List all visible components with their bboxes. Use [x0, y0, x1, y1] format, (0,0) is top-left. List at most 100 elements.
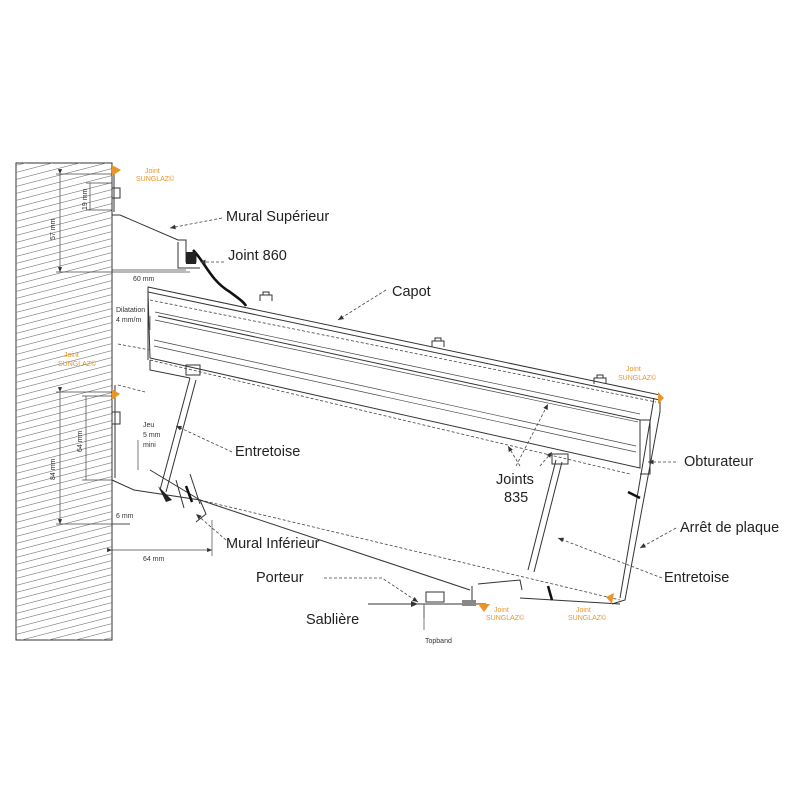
- wall-hatch-line: [16, 343, 112, 369]
- wall-hatch-line: [16, 497, 112, 523]
- wall-hatch-line: [16, 315, 112, 341]
- label-mural-inferieur: Mural Inférieur: [226, 536, 320, 552]
- wall-hatch-line: [10, 643, 118, 671]
- label-arret-de-plaque: Arrêt de plaque: [680, 520, 779, 536]
- wall-hatch-line: [16, 238, 112, 264]
- wall-hatch-line: [16, 301, 112, 327]
- joint-sunglaz-sabliere-line1: Joint: [494, 607, 509, 614]
- wall-hatch-line: [16, 266, 112, 292]
- label-joints-835-line1: Joints: [496, 472, 534, 488]
- dim-57mm: 57 mm: [50, 218, 57, 240]
- wall-hatch-line: [10, 678, 118, 706]
- wall-hatch-line: [16, 483, 112, 509]
- screws-lower: [184, 485, 641, 601]
- wall-hatch-line: [16, 413, 112, 439]
- wall-hatch-line: [16, 504, 112, 530]
- joint-sunglaz-mid-line1: Joint: [64, 352, 79, 359]
- dim-topband: Topband: [425, 638, 452, 645]
- label-porteur: Porteur: [256, 570, 304, 586]
- wall-hatch-line: [10, 671, 118, 699]
- wall-hatch-line: [16, 245, 112, 271]
- wall-hatch-line: [16, 329, 112, 355]
- wall-hatch-line: [16, 189, 112, 215]
- joint-sunglaz-obturateur: [658, 392, 664, 404]
- wall-hatch-line: [16, 441, 112, 467]
- label-capot: Capot: [392, 284, 431, 300]
- joint-sunglaz-mid: [112, 389, 120, 400]
- wall-hatch-line: [16, 182, 112, 208]
- wall-hatch-line: [10, 657, 118, 685]
- wall-hatch-line: [16, 595, 112, 621]
- wall-hatch-line: [16, 567, 112, 593]
- label-obturateur: Obturateur: [684, 454, 753, 470]
- wall-hatch-line: [16, 518, 112, 544]
- dim-jeu-line3: mini: [143, 442, 156, 449]
- wall: [10, 132, 118, 706]
- mural-superieur-profile: [111, 170, 248, 307]
- wall-hatch-line: [16, 163, 54, 173]
- wall-hatch-line: [16, 588, 112, 614]
- entretoise-right-profile: [527, 453, 569, 573]
- wall-hatch-line: [16, 406, 112, 432]
- joint-sunglaz-mid-line2: SUNGLAZ©: [58, 360, 97, 368]
- wall-hatch-line: [16, 420, 112, 446]
- wall-hatch-line: [16, 546, 112, 572]
- wall-hatch-line: [16, 448, 112, 474]
- label-entretoise-left: Entretoise: [235, 444, 300, 460]
- dim-84mm: 84 mm: [50, 458, 57, 480]
- wall-hatch-line: [16, 308, 112, 334]
- wall-hatch-line: [16, 350, 112, 376]
- wall-hatch-line: [16, 252, 112, 278]
- dim-jeu-line2: 5 mm: [143, 432, 161, 439]
- wall-hatch-line: [16, 532, 112, 558]
- wall-hatch-line: [16, 210, 112, 236]
- joint-sunglaz-top-line1: Joint: [145, 168, 160, 175]
- wall-hatch-line: [16, 231, 112, 257]
- dim-64mm-horizontal: 64 mm: [143, 556, 165, 563]
- wall-hatch-line: [16, 371, 112, 397]
- wall-hatch-line: [16, 280, 112, 306]
- dim-64mm-vertical: 64 mm: [77, 430, 84, 452]
- wall-hatch-line: [16, 525, 112, 551]
- joint-sunglaz-right-line2: SUNGLAZ©: [618, 374, 657, 382]
- joint-sunglaz-top-line2: SUNGLAZ©: [136, 175, 175, 183]
- wall-hatch-line: [16, 490, 112, 516]
- joint-sunglaz-right-line1: Joint: [626, 366, 641, 373]
- wall-hatch-line: [16, 574, 112, 600]
- dim-19mm: 19 mm: [82, 188, 89, 210]
- wall-hatch-line: [10, 664, 118, 692]
- wall-hatch-line: [16, 434, 112, 460]
- wall-hatch-line: [16, 287, 112, 313]
- label-joint-860: Joint 860: [228, 248, 287, 264]
- sabliere-profile: [415, 579, 523, 618]
- wall-hatch-line: [16, 294, 112, 320]
- wall-hatch-line: [16, 175, 112, 201]
- wall-hatch-line: [16, 399, 112, 425]
- wall-hatch-line: [47, 623, 112, 640]
- wall-hatch-line: [16, 469, 112, 495]
- wall-hatch-line: [16, 609, 112, 635]
- wall-hatch-line: [16, 553, 112, 579]
- joint-sunglaz-bottom-line2: SUNGLAZ©: [568, 614, 607, 622]
- dimension-lines: [56, 169, 425, 630]
- wall-hatch-line: [16, 462, 112, 488]
- wall-hatch-line: [16, 581, 112, 607]
- wall-hatch-line: [16, 455, 112, 481]
- dim-jeu-line1: Jeu: [143, 422, 154, 429]
- joint-sunglaz-sabliere-line2: SUNGLAZ©: [486, 614, 525, 622]
- wall-hatch-line: [16, 163, 81, 180]
- wall-hatch-line: [16, 385, 112, 411]
- joint-sunglaz-top: [112, 165, 121, 176]
- wall-hatch-line: [16, 336, 112, 362]
- wall-hatch-line: [74, 630, 112, 640]
- wall-hatch-line: [16, 196, 112, 222]
- wall-hatch-line: [16, 168, 112, 194]
- wall-hatch-line: [16, 378, 112, 404]
- wall-hatch-line: [16, 364, 112, 390]
- wall-hatch-line: [16, 224, 112, 250]
- wall-hatch-line: [20, 616, 112, 640]
- wall-hatch-line: [10, 132, 118, 160]
- mural-inferieur-profile: [111, 385, 207, 523]
- dim-60mm: 60 mm: [133, 276, 155, 283]
